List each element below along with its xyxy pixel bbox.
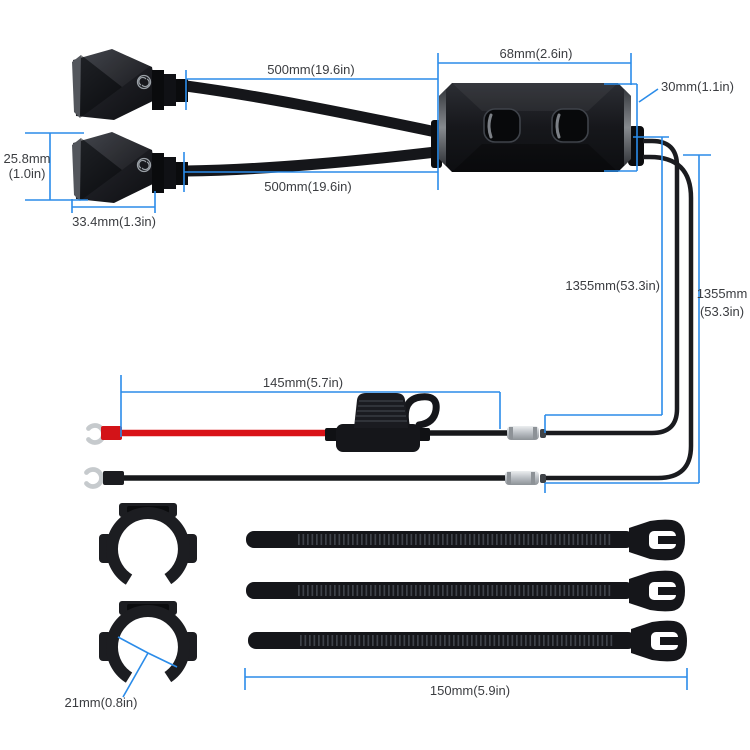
dim-line-box-height bbox=[604, 83, 659, 172]
label-cable-bottom: 500mm(19.6in) bbox=[264, 179, 351, 194]
crimp-sleeve-red bbox=[101, 426, 122, 440]
label-power-cable-outer-in: (53.3in) bbox=[700, 304, 744, 319]
dim-line-power-cable-outer bbox=[544, 154, 711, 493]
control-box bbox=[431, 83, 644, 172]
label-tie-length: 150mm(5.9in) bbox=[430, 683, 510, 698]
dim-line-head-height bbox=[25, 132, 88, 201]
mount-clip-2 bbox=[99, 601, 197, 697]
box-port-cutout-left bbox=[483, 108, 521, 143]
usb-connector-top bbox=[72, 49, 188, 120]
dimension-labels: 500mm(19.6in) 500mm(19.6in) 68mm(2.6in) … bbox=[4, 46, 748, 710]
inline-connector-top bbox=[507, 426, 546, 440]
mount-clip-1 bbox=[99, 503, 197, 599]
dim-line-power-cable-inner bbox=[544, 136, 669, 433]
dim-line-clip-diameter bbox=[117, 636, 178, 698]
dim-line-cable-top bbox=[185, 70, 438, 110]
dim-line-cable-bottom bbox=[183, 152, 438, 192]
brand-logo-icon bbox=[136, 157, 152, 173]
label-head-height-in: (1.0in) bbox=[9, 166, 46, 181]
dim-line-head-width bbox=[71, 191, 156, 213]
label-box-height: 30mm(1.1in) bbox=[661, 79, 734, 94]
box-port-cutout-right bbox=[551, 108, 589, 143]
label-power-cable-outer-mm: 1355mm bbox=[697, 286, 748, 301]
label-clip-diameter: 21mm(0.8in) bbox=[65, 695, 138, 710]
crimp-sleeve-black bbox=[103, 471, 124, 485]
label-head-width: 33.4mm(1.3in) bbox=[72, 214, 156, 229]
dim-line-box-width bbox=[438, 53, 632, 85]
usb-connector-bottom bbox=[72, 132, 188, 203]
negative-lead bbox=[84, 467, 506, 489]
cable-tie-2 bbox=[246, 571, 685, 612]
label-cable-top: 500mm(19.6in) bbox=[267, 62, 354, 77]
cable-tie-3 bbox=[248, 621, 687, 662]
label-box-width: 68mm(2.6in) bbox=[500, 46, 573, 61]
usb-cable-bottom bbox=[180, 146, 442, 177]
inline-connector-bottom bbox=[505, 471, 546, 485]
dimension-lines bbox=[25, 53, 711, 698]
brand-logo-icon bbox=[136, 74, 152, 90]
label-fuse-lead: 145mm(5.7in) bbox=[263, 375, 343, 390]
power-cable-outer bbox=[544, 154, 694, 481]
cable-tie-1 bbox=[246, 520, 685, 561]
dim-line-fuse-lead bbox=[120, 375, 501, 437]
label-power-cable-inner: 1355mm(53.3in) bbox=[565, 278, 660, 293]
label-head-height-mm: 25.8mm bbox=[4, 151, 51, 166]
fuse-holder bbox=[325, 393, 440, 452]
positive-lead bbox=[86, 423, 510, 445]
dim-line-tie-length bbox=[244, 668, 688, 690]
fuse-holder-loop bbox=[401, 393, 440, 429]
usb-cable-top bbox=[180, 80, 442, 138]
fork-terminal-icon bbox=[84, 467, 104, 489]
